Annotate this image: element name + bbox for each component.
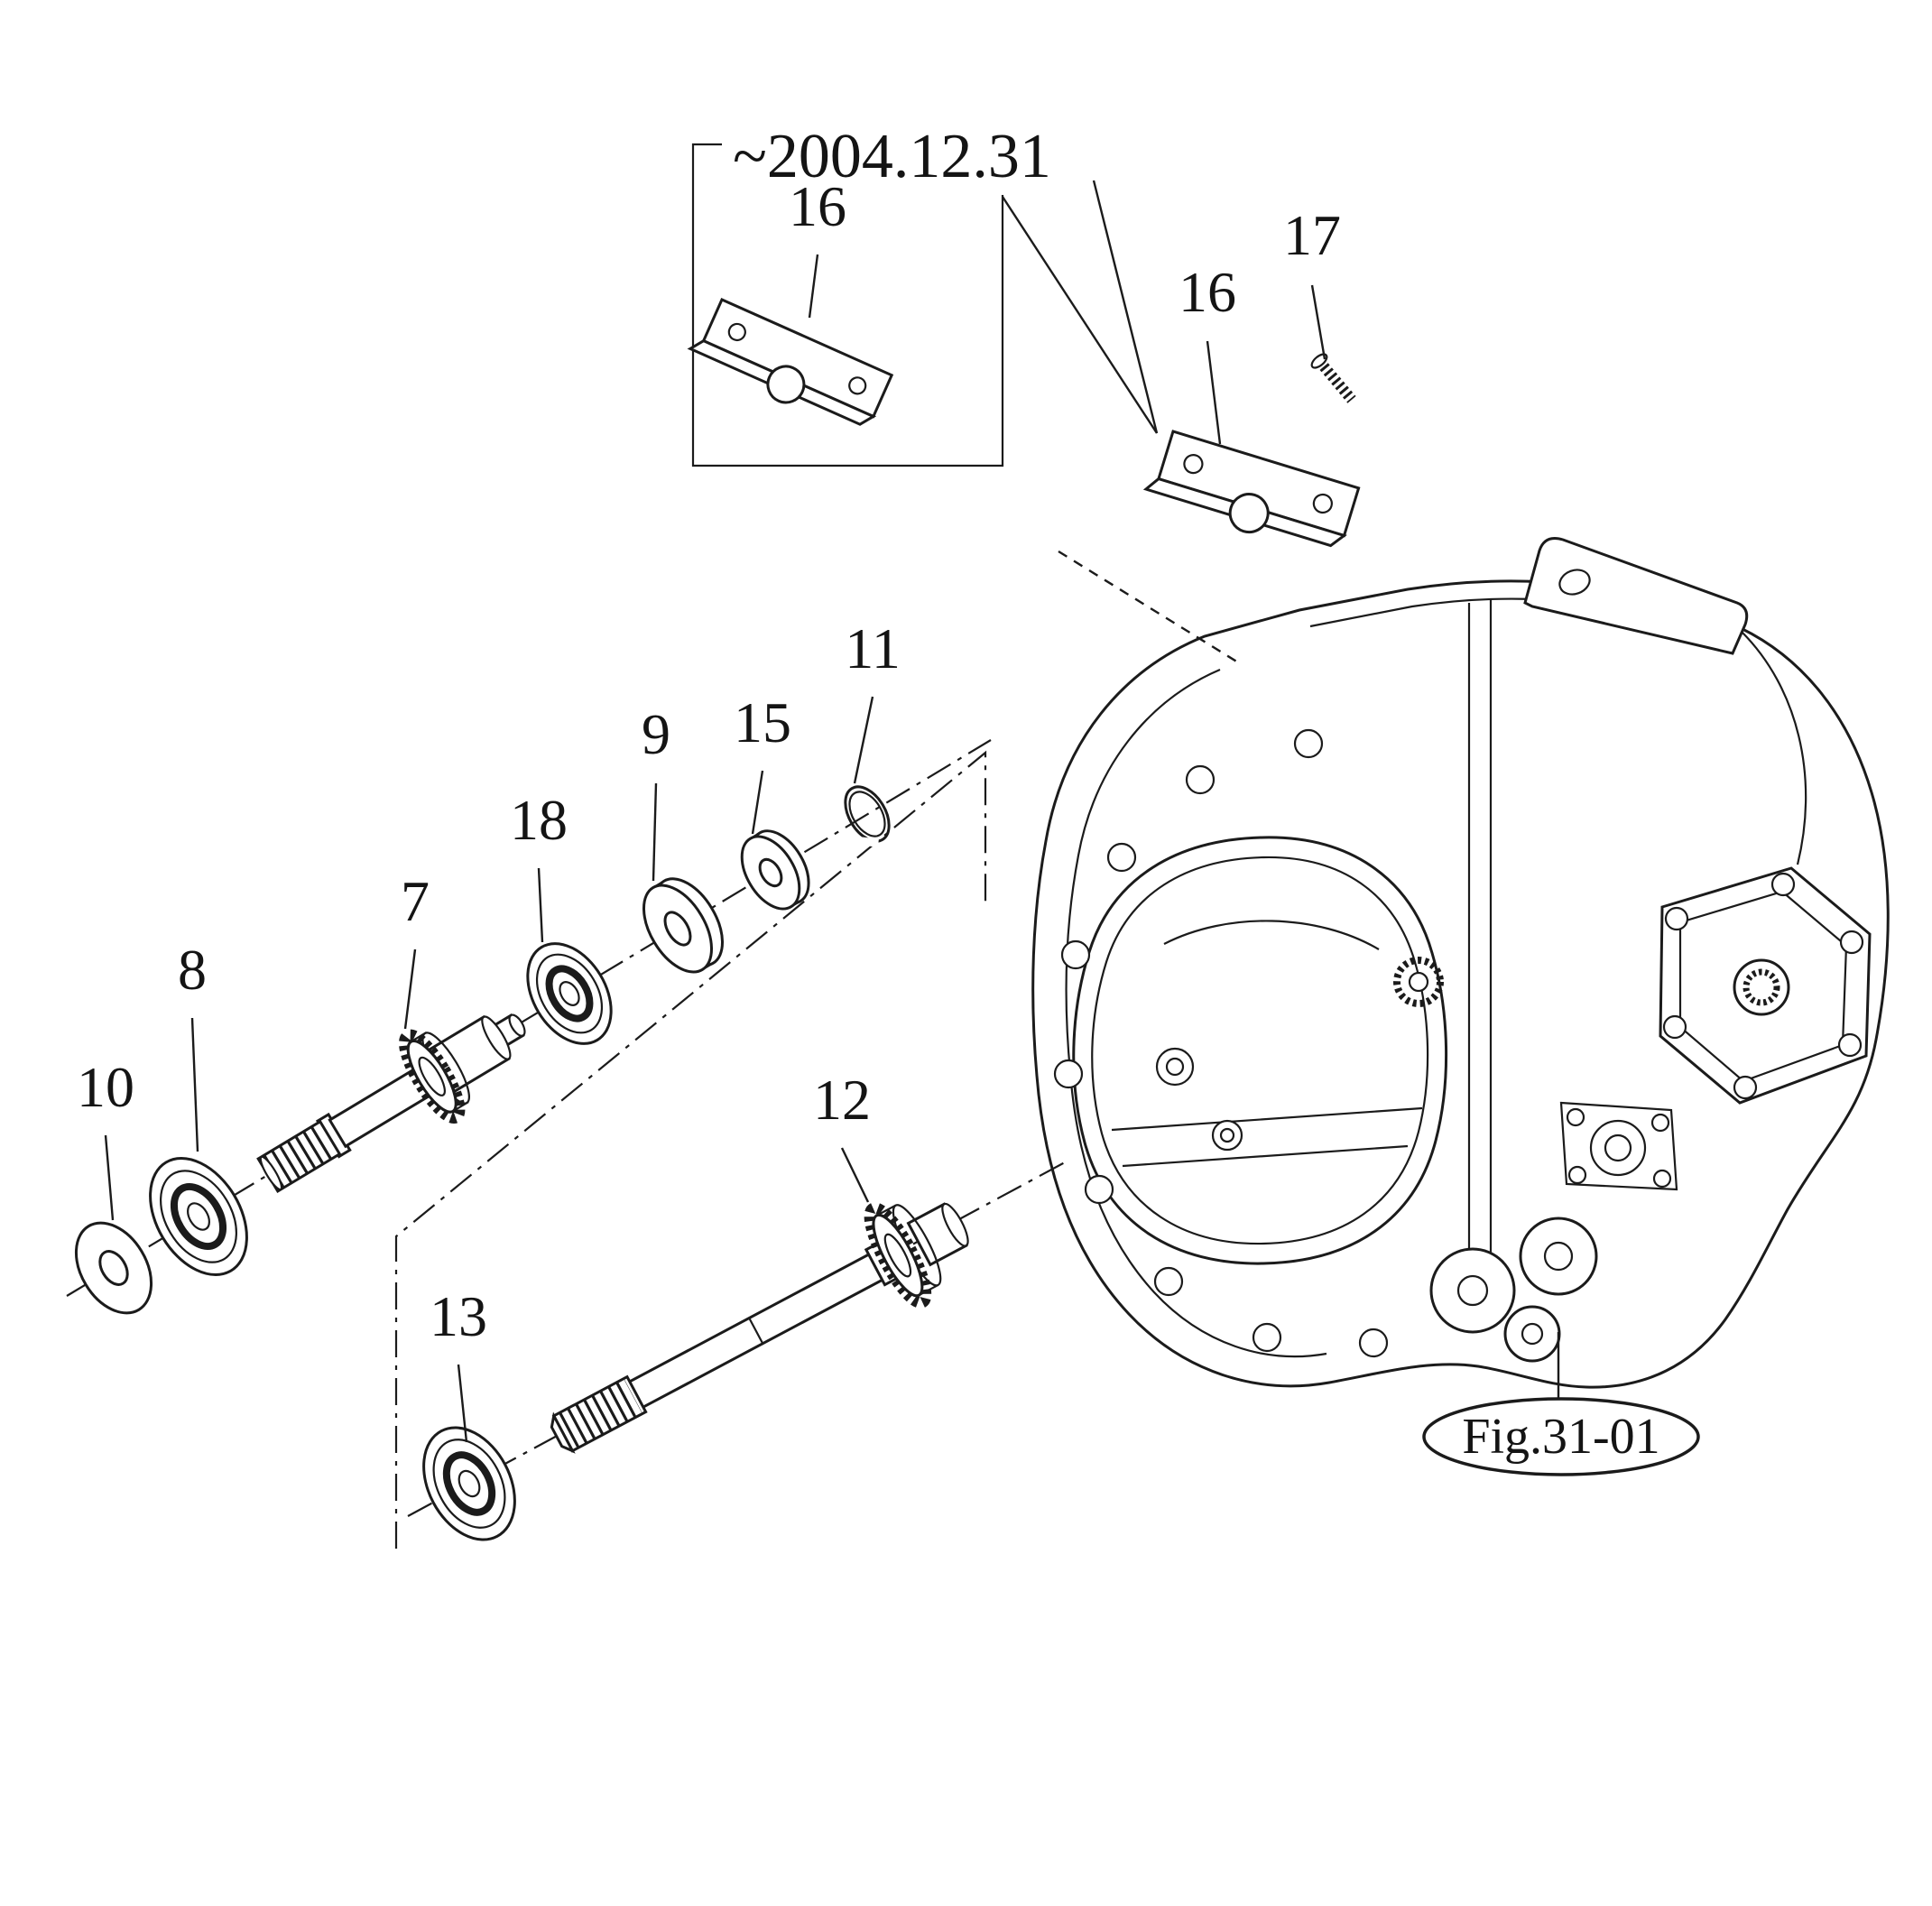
part-9-washer-drawing bbox=[642, 877, 725, 974]
inset-box-border bbox=[691, 143, 1004, 467]
part-10-washer-drawing bbox=[74, 1221, 153, 1315]
figure-reference: Fig.31-01 bbox=[1422, 1332, 1700, 1476]
part-13-bearing-drawing bbox=[422, 1426, 516, 1541]
leader-line-16-inset bbox=[808, 254, 819, 319]
part-12-counter-shaft-drawing bbox=[550, 1202, 969, 1454]
interior-back-arc bbox=[1163, 920, 1380, 950]
figure-reference-ellipse bbox=[1422, 1397, 1700, 1476]
part-11-snap-ring-drawing bbox=[844, 785, 891, 847]
leader-line-13 bbox=[457, 1364, 468, 1443]
leader-line-11 bbox=[853, 696, 874, 784]
leader-lines bbox=[104, 284, 1327, 1443]
leader-line-9 bbox=[652, 782, 658, 882]
part-15-washer-drawing bbox=[740, 829, 810, 911]
leader-line-10 bbox=[104, 1134, 115, 1221]
interior-boss-1-hole bbox=[1165, 1057, 1185, 1077]
callout-9: 9 bbox=[642, 702, 670, 766]
callout-17: 17 bbox=[1283, 203, 1341, 267]
housing-side-cover bbox=[1659, 866, 1872, 1105]
part-7-input-shaft-drawing bbox=[256, 1013, 526, 1194]
leader-line-8 bbox=[190, 1017, 199, 1152]
housing-opening bbox=[1072, 836, 1448, 1265]
date-inset-box: ~2004.12.31 16 bbox=[687, 122, 1159, 467]
inset-pointer-line-lower bbox=[1001, 196, 1159, 434]
callout-12: 12 bbox=[813, 1068, 871, 1132]
callout-11: 11 bbox=[845, 616, 901, 680]
callout-10: 10 bbox=[77, 1055, 134, 1119]
interior-boss-2-hole bbox=[1219, 1127, 1235, 1143]
callout-16-inset: 16 bbox=[789, 174, 846, 238]
housing-top-bracket bbox=[1523, 537, 1749, 655]
part-16-lock-plate-drawing bbox=[1142, 430, 1361, 548]
inset-pointer-line-upper bbox=[1092, 180, 1159, 434]
part-17-screw-drawing bbox=[1310, 353, 1356, 403]
leader-line-17 bbox=[1310, 284, 1327, 360]
housing-oil-port bbox=[1559, 1101, 1678, 1191]
callout-16: 16 bbox=[1179, 260, 1236, 324]
leader-line-15 bbox=[751, 770, 764, 835]
interior-shelf-line-1 bbox=[1111, 1106, 1423, 1132]
detail-boundary-line bbox=[394, 750, 987, 1549]
transmission-housing-drawing bbox=[1031, 537, 1890, 1389]
leader-line-18 bbox=[537, 867, 544, 943]
housing-body-curve bbox=[1741, 631, 1807, 865]
interior-splined-hub-bore bbox=[1408, 971, 1429, 993]
figure-reference-label: Fig.31-01 bbox=[1462, 1409, 1659, 1465]
part-8-bearing-drawing bbox=[149, 1156, 248, 1277]
leader-line-16 bbox=[1206, 340, 1222, 445]
part-16-lock-plate-inset-drawing bbox=[687, 298, 894, 426]
leader-line-12 bbox=[840, 1147, 870, 1203]
callout-7: 7 bbox=[401, 869, 430, 933]
callout-8: 8 bbox=[178, 938, 207, 1002]
leader-line-7 bbox=[403, 948, 417, 1030]
housing-mounting-lugs bbox=[1429, 1217, 1598, 1363]
date-range-label: ~2004.12.31 bbox=[733, 122, 1051, 191]
interior-shelf-line-2 bbox=[1122, 1144, 1409, 1168]
callout-15: 15 bbox=[734, 690, 791, 754]
callout-13: 13 bbox=[430, 1284, 487, 1348]
interior-splined-hub bbox=[1393, 957, 1444, 1007]
part-18-bearing-drawing bbox=[526, 942, 613, 1045]
callout-18: 18 bbox=[510, 788, 568, 852]
